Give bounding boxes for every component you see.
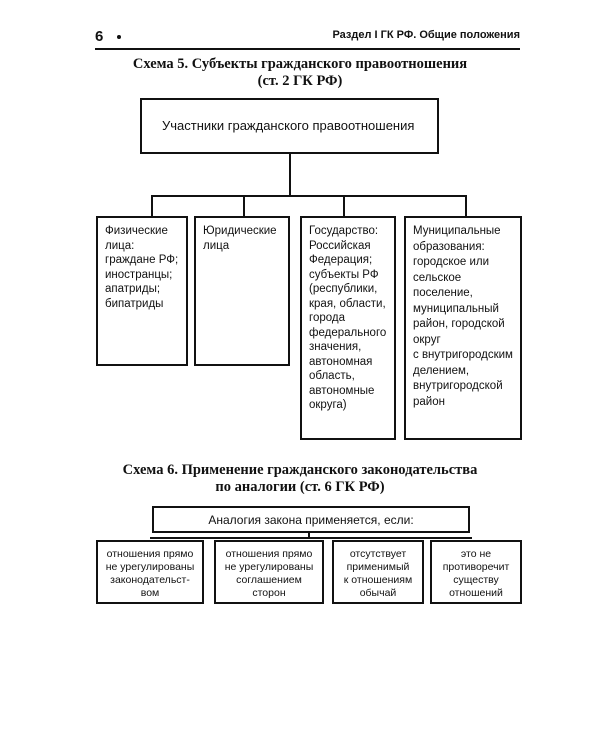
connector-branch-3 [343,195,345,217]
scheme6-condition-3-text: отсутствует применимый к отношениям обыч… [334,542,422,606]
text-line: район [413,395,445,408]
text-line: Юридические [203,225,277,237]
text-line: противоречит [442,561,510,573]
text-line: граждане РФ; [105,254,179,266]
text-line: отношения прямо [225,548,313,560]
text-line: автономные [309,384,375,397]
text-line: федерального [309,326,387,339]
text-line: муниципальный [413,302,499,315]
scheme6-box-condition-4: это не противоречит существу отношений [430,540,522,604]
text-line: делением, [413,364,470,377]
scheme5-box-state: Государство: Российская Федерация; субъе… [300,216,396,440]
page-header: 6 Раздел I ГК РФ. Общие положения [95,26,520,50]
scheme6-root-box: Аналогия закона применяется, если: [152,506,470,533]
text-line: Муниципальные [413,225,501,237]
text-line: это не [460,548,492,560]
scheme6-title-line2: по аналогии (ст. 6 ГК РФ) [215,479,385,495]
text-line: лица [203,239,230,252]
text-line: внутригородской [413,380,503,392]
text-line: не урегулированы [105,561,195,573]
connector-s6-horizontal [150,537,472,539]
text-line: апатриды; [105,283,161,295]
scheme5-box-individuals-text: Физические лица: граждане РФ; иностранцы… [98,218,186,317]
scheme5-title-line1: Схема 5. Субъекты гражданского правоотно… [132,56,468,72]
text-line: вом [140,587,160,599]
scheme6-condition-1-text: отношения прямо не урегулированы законод… [98,542,202,606]
scheme5-box-state-text: Государство: Российская Федерация; субъе… [302,218,394,419]
text-line: автономная [309,355,373,368]
connector-branch-1 [151,195,153,217]
text-line: не урегулированы [224,561,314,573]
text-line: отношения прямо [106,548,194,560]
text-line: применимый [346,561,410,573]
text-line: поселение, [413,287,473,299]
text-line: образования: [413,240,485,253]
text-line: обычай [359,587,397,599]
scheme5-title: Схема 5. Субъекты гражданского правоотно… [0,56,600,90]
text-line: бипатриды [105,297,164,310]
bullet-icon [117,35,121,39]
scheme6-root-label: Аналогия закона применяется, если: [208,513,414,527]
text-line: городское или [413,256,490,268]
scheme6-condition-4-text: это не противоречит существу отношений [432,542,520,606]
scheme6-title-line1: Схема 6. Применение гражданского законод… [122,462,478,478]
connector-root-stem [289,154,291,196]
scheme5-title-line2: (ст. 2 ГК РФ) [257,73,343,89]
connector-branch-2 [243,195,245,217]
scheme5-box-municipal-text: Муниципальные образования: городское или… [406,218,520,416]
scheme5-box-legal-entities-text: Юридические лица [196,218,288,259]
connector-s6-stem [308,533,310,538]
text-line: Физические [105,225,168,237]
text-line: Российская [309,239,371,252]
text-line: субъекты РФ [309,268,379,281]
scheme6-condition-2-text: отношения прямо не урегулированы соглаше… [216,542,322,606]
text-line: края, области, [309,297,386,310]
text-line: лица: [105,239,135,252]
text-line: Государство: [309,225,379,237]
text-line: Федерация; [309,254,373,266]
text-line: города [309,312,345,324]
scheme5-box-legal-entities: Юридические лица [194,216,290,366]
page-number: 6 [95,28,104,45]
section-title: Раздел I ГК РФ. Общие положения [332,29,520,41]
connector-horizontal [151,195,466,197]
text-line: законодательст- [110,574,190,586]
scheme6-title: Схема 6. Применение гражданского законод… [0,462,600,496]
text-line: (республики, [309,283,378,295]
text-line: область, [309,370,355,382]
connector-branch-4 [465,195,467,217]
text-line: соглашением [236,574,302,586]
scheme5-root-label: Участники гражданского правоотношения [162,118,415,133]
scheme5-box-individuals: Физические лица: граждане РФ; иностранцы… [96,216,188,366]
scheme5-root-box: Участники гражданского правоотношения [140,98,439,154]
scheme6-box-condition-1: отношения прямо не урегулированы законод… [96,540,204,604]
text-line: сторон [252,587,286,599]
text-line: сельское [413,271,462,284]
text-line: существу [453,574,499,586]
scheme5-box-municipal: Муниципальные образования: городское или… [404,216,522,440]
text-line: к отношениям [343,574,413,586]
text-line: значения, [309,341,362,353]
text-line: округа) [309,399,347,411]
text-line: округ [413,333,441,346]
text-line: отсутствует [349,548,407,560]
scheme6-box-condition-2: отношения прямо не урегулированы соглаше… [214,540,324,604]
text-line: район, городской [413,318,505,330]
text-line: с внутригородским [413,349,513,361]
text-line: иностранцы; [105,268,173,281]
text-line: отношений [449,587,503,599]
scheme6-box-condition-3: отсутствует применимый к отношениям обыч… [332,540,424,604]
